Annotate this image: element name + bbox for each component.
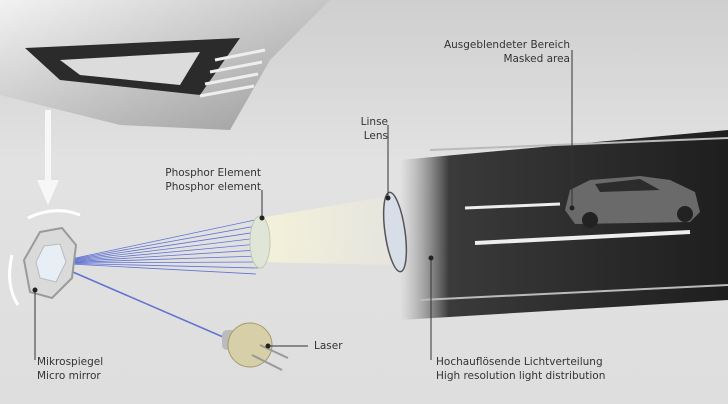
micro-mirror-icon (8, 209, 81, 306)
phosphor-element (249, 215, 271, 269)
road-scene (400, 130, 728, 320)
laser-label: Laser (314, 340, 343, 352)
arrow-down-icon (37, 110, 59, 205)
laser-rays (51, 219, 259, 341)
phosphor-element-label: Phosphor Element Phosphor element (165, 167, 261, 193)
lens-label: Linse Lens (360, 116, 388, 142)
car-headlight-illustration (0, 0, 330, 130)
lens (382, 191, 408, 273)
micro-mirror-label: Mikrospiegel Micro mirror (37, 356, 104, 382)
laser-diode-icon (222, 322, 289, 371)
car-ahead (565, 176, 700, 228)
light-distribution-label: Hochauflösende Lichtverteilung High reso… (436, 356, 606, 382)
masked-area-label: Ausgeblendeter Bereich Masked area (443, 39, 570, 65)
